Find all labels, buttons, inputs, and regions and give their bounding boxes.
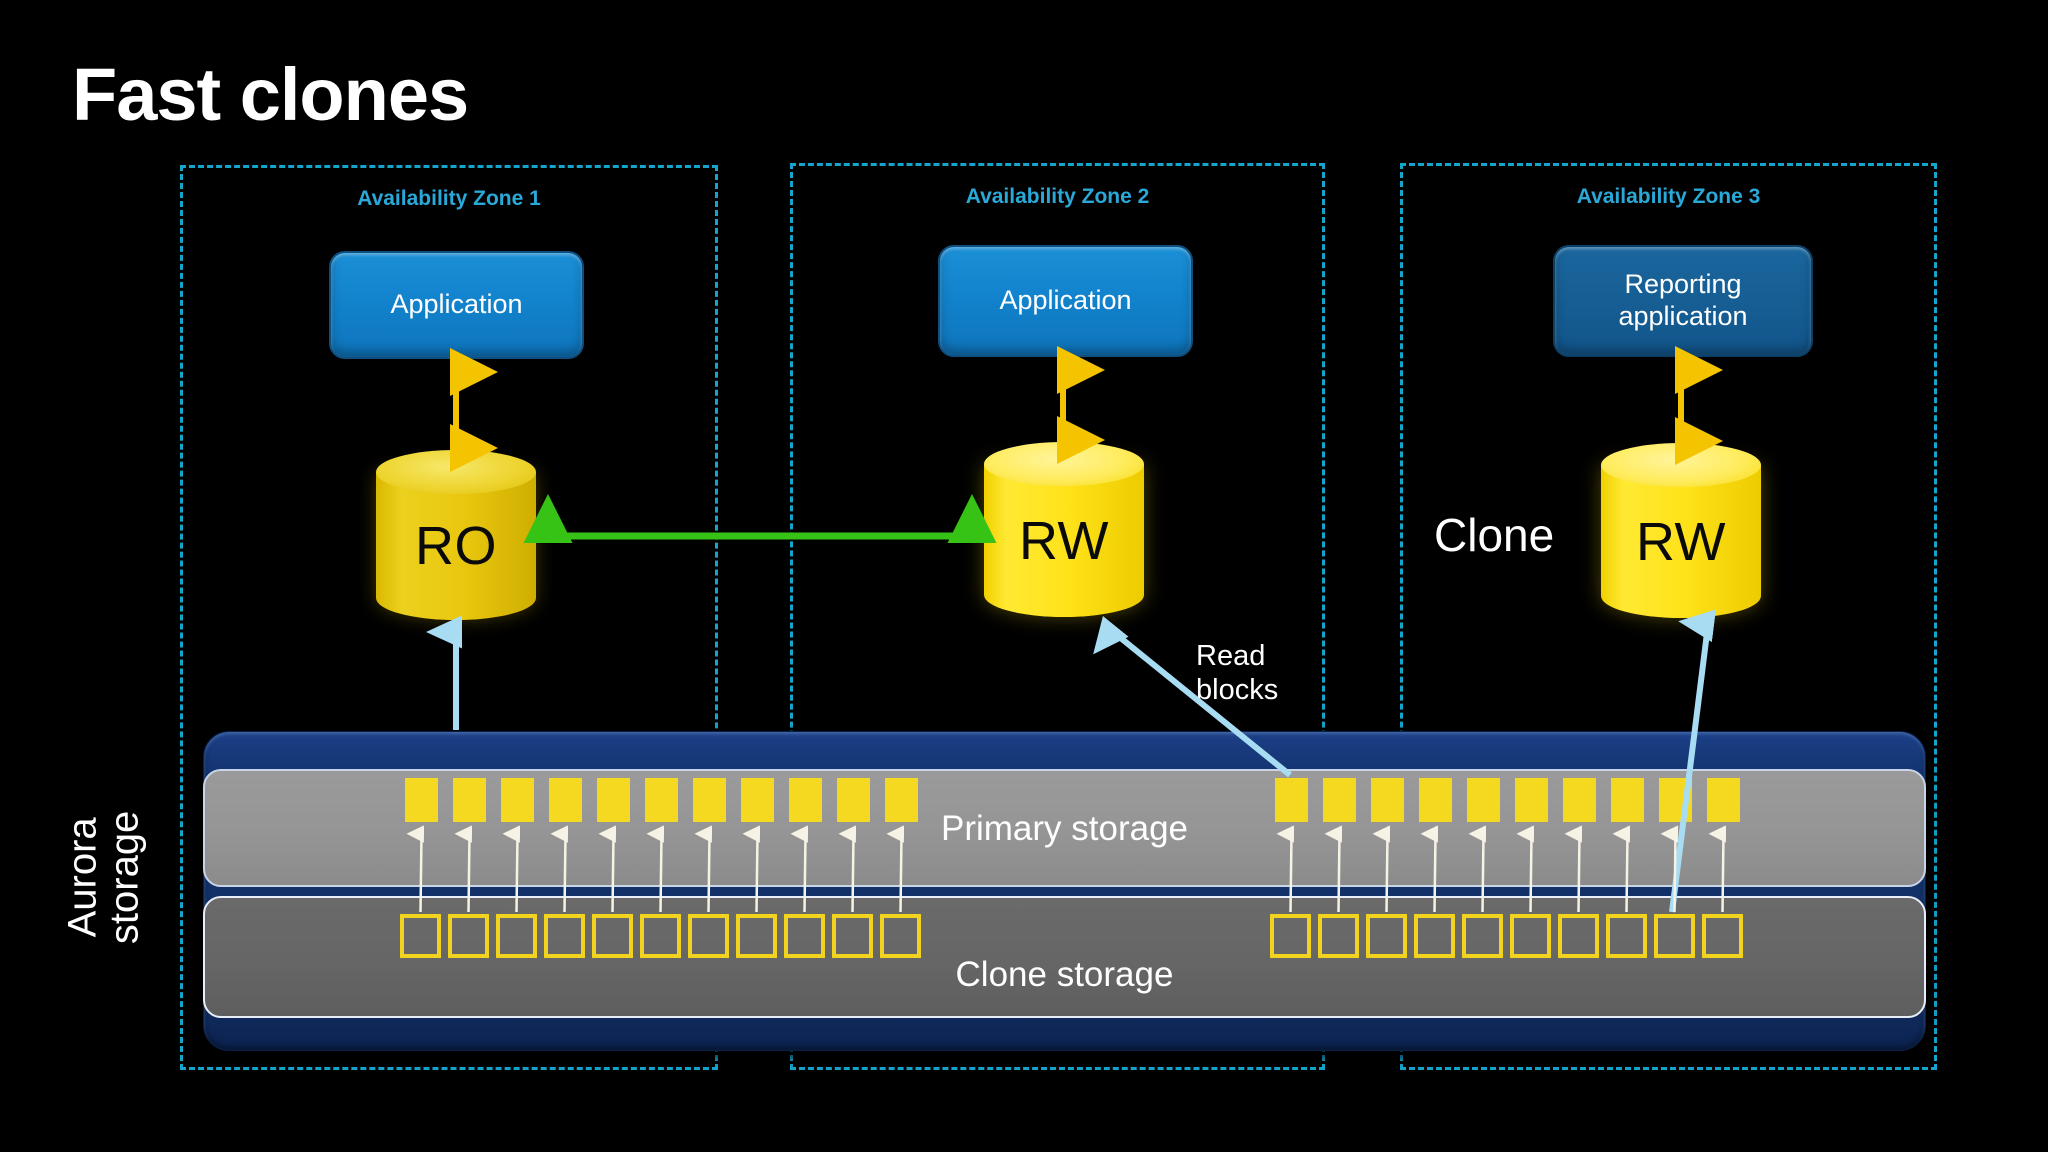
primary-storage-block	[1323, 778, 1356, 822]
primary-storage-block	[1467, 778, 1500, 822]
primary-storage-block	[1419, 778, 1452, 822]
primary-storage-block	[693, 778, 726, 822]
cylinder-body	[376, 472, 536, 620]
clone-storage-block	[640, 914, 681, 958]
database-cylinder-rw-az2[interactable]: RW	[984, 442, 1144, 617]
primary-storage-block	[405, 778, 438, 822]
clone-tag-label: Clone	[1434, 509, 1555, 561]
primary-storage-block	[1515, 778, 1548, 822]
clone-storage-block	[1510, 914, 1551, 958]
primary-storage-block	[453, 778, 486, 822]
clone-storage-block	[1414, 914, 1455, 958]
clone-storage-block	[1558, 914, 1599, 958]
primary-storage-block	[645, 778, 678, 822]
clone-storage-block	[400, 914, 441, 958]
clone-storage-block	[544, 914, 585, 958]
primary-storage-block	[1371, 778, 1404, 822]
page-title: Fast clones	[72, 53, 469, 136]
reporting-application-line2: application	[1618, 301, 1748, 331]
availability-zone-2-label: Availability Zone 2	[965, 185, 1150, 208]
application-box-az2[interactable]: Application	[938, 245, 1193, 357]
primary-storage-block	[1659, 778, 1692, 822]
primary-storage-block	[1275, 778, 1308, 822]
clone-storage-block	[1366, 914, 1407, 958]
database-label-rw-az2: RW	[1019, 510, 1109, 571]
primary-storage-block	[837, 778, 870, 822]
primary-storage-block	[1707, 778, 1740, 822]
clone-storage-block	[880, 914, 921, 958]
application-box-az1[interactable]: Application	[329, 251, 584, 359]
primary-storage-label: Primary storage	[940, 809, 1189, 848]
primary-storage-block	[549, 778, 582, 822]
primary-storage-block	[501, 778, 534, 822]
clone-storage-block	[688, 914, 729, 958]
clone-storage-block	[496, 914, 537, 958]
aurora-storage-side-label: Aurora storage	[60, 787, 147, 967]
clone-storage-block	[448, 914, 489, 958]
availability-zone-3-label: Availability Zone 3	[1576, 185, 1761, 208]
primary-storage-block	[885, 778, 918, 822]
clone-storage-block	[784, 914, 825, 958]
reporting-application-line1: Reporting	[1624, 269, 1742, 300]
cylinder-body	[984, 464, 1144, 617]
clone-storage-block	[592, 914, 633, 958]
clone-storage-block	[1606, 914, 1647, 958]
availability-zone-1-label: Availability Zone 1	[357, 187, 541, 210]
clone-storage-block	[1702, 914, 1743, 958]
clone-storage-label: Clone storage	[955, 955, 1174, 994]
primary-storage-block	[597, 778, 630, 822]
clone-storage-block	[1270, 914, 1311, 958]
database-cylinder-ro-az1[interactable]: RO	[376, 450, 536, 620]
primary-storage-block	[1563, 778, 1596, 822]
database-label-ro: RO	[415, 516, 497, 576]
clone-storage-block	[1654, 914, 1695, 958]
database-cylinder-rw-az3[interactable]: RW	[1601, 443, 1761, 618]
database-label-rw-az3: RW	[1636, 511, 1726, 572]
clone-storage-block	[832, 914, 873, 958]
availability-zone-1-box	[180, 165, 718, 1070]
cylinder-body	[1601, 465, 1761, 618]
application-box-az2-label: Application	[999, 285, 1132, 316]
read-blocks-line1: Read	[1196, 640, 1266, 672]
clone-storage-block	[1462, 914, 1503, 958]
aurora-side-label-line2: storage	[103, 810, 147, 945]
read-blocks-annotation: Read blocks	[1196, 639, 1278, 707]
availability-zone-3-box	[1400, 163, 1937, 1070]
primary-storage-block	[741, 778, 774, 822]
read-blocks-line2: blocks	[1196, 674, 1279, 707]
clone-storage-block	[1318, 914, 1359, 958]
clone-storage-block	[736, 914, 777, 958]
reporting-application-box-az3[interactable]: Reporting application	[1553, 245, 1813, 357]
primary-storage-block	[789, 778, 822, 822]
application-box-az1-label: Application	[390, 289, 523, 320]
availability-zone-2-box	[790, 163, 1325, 1070]
aurora-side-label-line1: Aurora	[60, 817, 105, 938]
primary-storage-block	[1611, 778, 1644, 822]
